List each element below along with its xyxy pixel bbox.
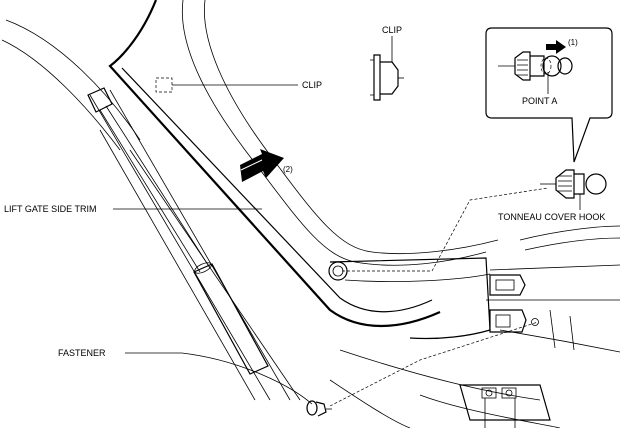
- lift-gate-side-trim-panel: [108, 0, 499, 340]
- trim-clip-lower: [489, 309, 539, 333]
- hook-location-guide: [342, 187, 549, 272]
- trim-clip-upper: [489, 274, 526, 296]
- tonneau-cover-hook-icon: [540, 169, 607, 199]
- fastener-icon: [306, 400, 332, 417]
- fastener-leader: [181, 352, 313, 405]
- removal-direction-arrow-2: [240, 149, 284, 182]
- clip-location-marker: [155, 77, 173, 93]
- clip-top-label: CLIP: [382, 25, 402, 35]
- fastener-location-guide: [329, 321, 539, 407]
- callout-bubble: [485, 27, 613, 163]
- clip-detail-icon: [370, 54, 404, 101]
- point-a-label: POINT A: [522, 96, 557, 106]
- step-2-label: (2): [283, 165, 293, 174]
- push-direction-arrow-1: [546, 40, 566, 54]
- lift-gate-side-trim-label: LIFT GATE SIDE TRIM: [4, 204, 97, 214]
- tonneau-hook-detail-icon: [498, 51, 573, 81]
- lift-gate-frame: [1, 19, 301, 401]
- body-structure: [329, 225, 620, 429]
- gas-strut: [87, 87, 269, 375]
- tonneau-cover-hook-label: TONNEAU COVER HOOK: [498, 212, 605, 222]
- fastener-label: FASTENER: [58, 348, 106, 358]
- clip-left-label: CLIP: [302, 80, 322, 90]
- step-1-label: (1): [568, 38, 578, 47]
